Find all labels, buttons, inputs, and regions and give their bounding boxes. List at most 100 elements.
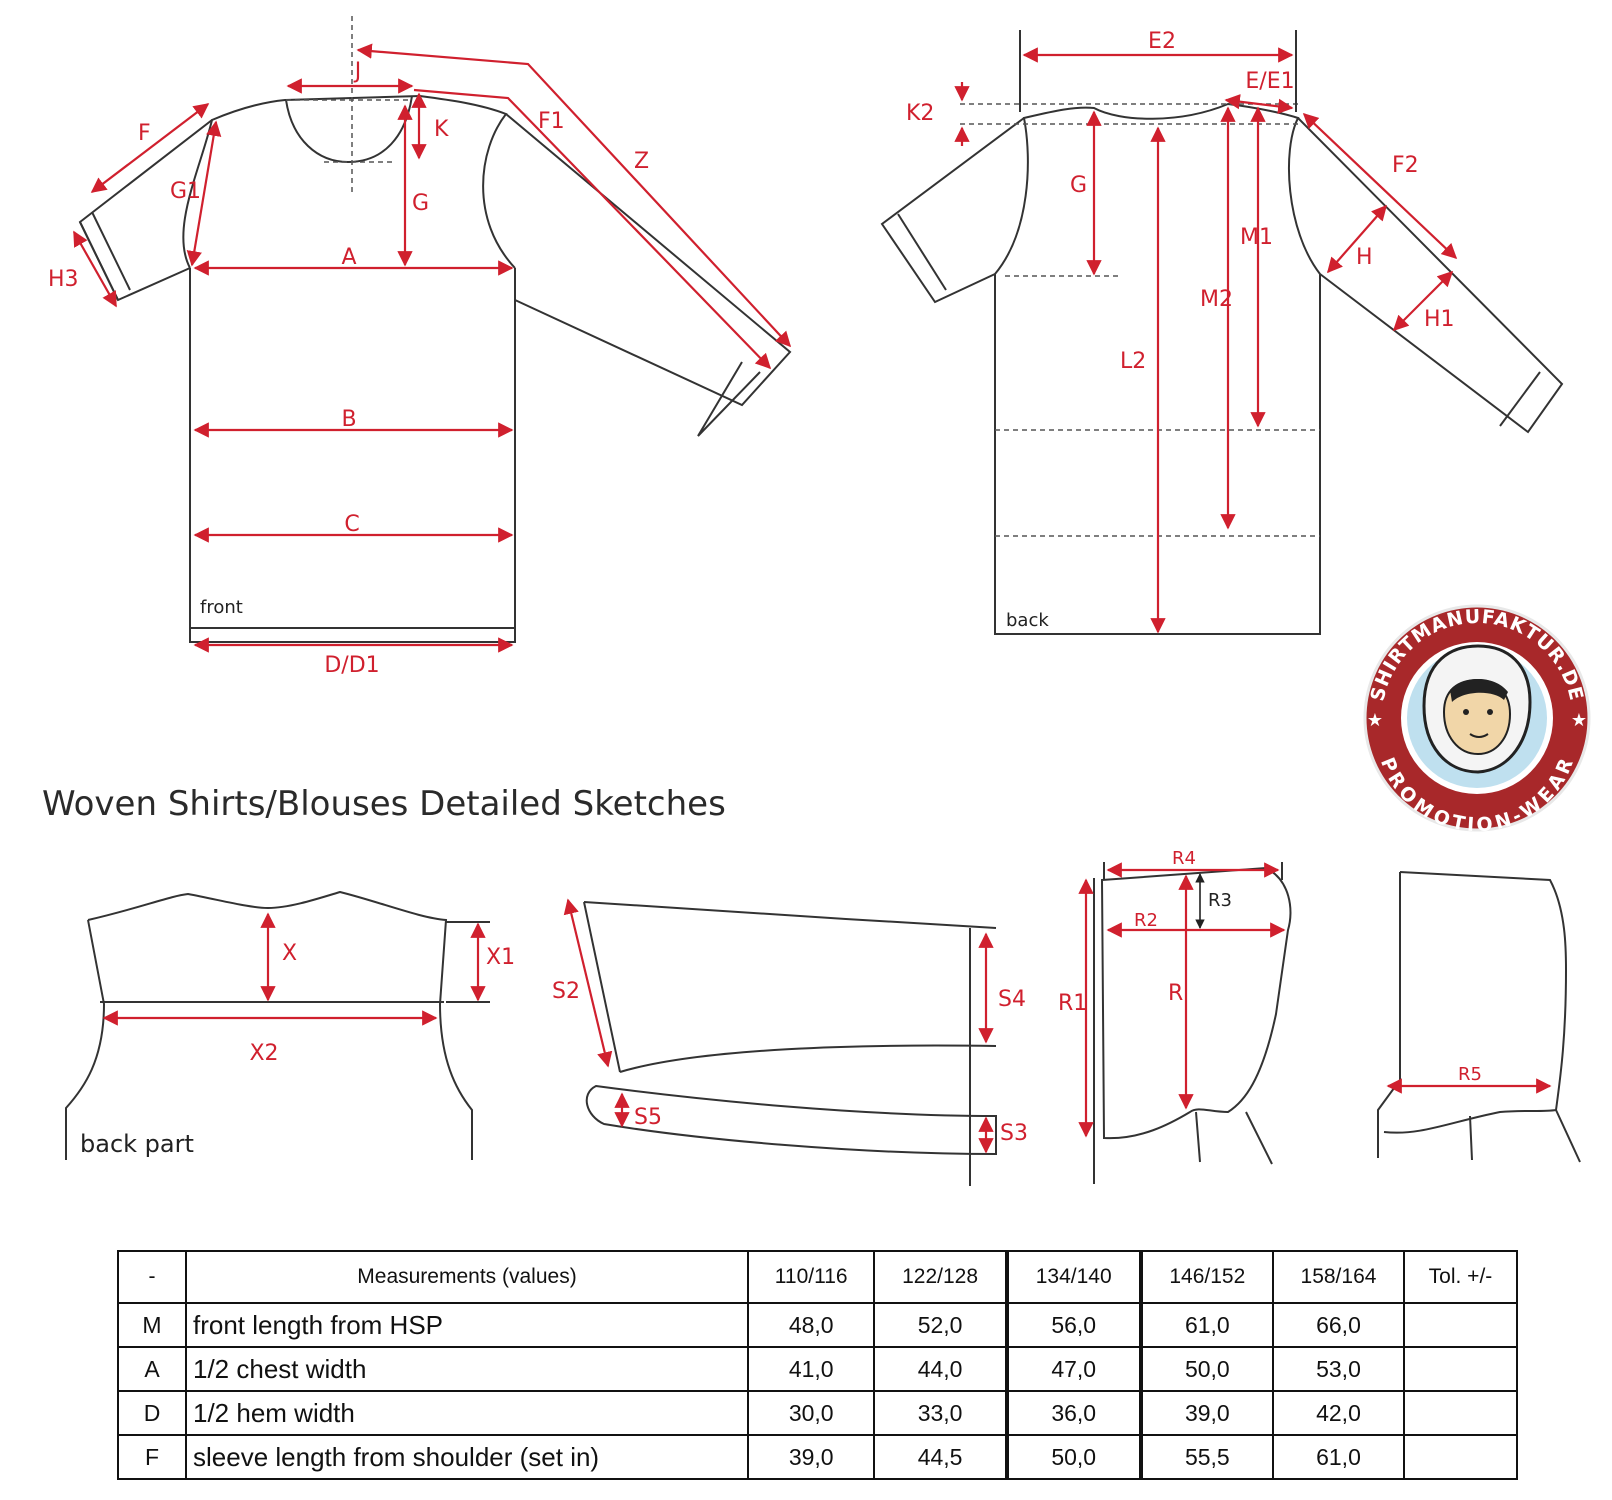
row-value: 53,0 <box>1272 1346 1405 1392</box>
label-E2: E2 <box>1148 29 1176 54</box>
label-H1: H1 <box>1424 307 1455 332</box>
label-R5: R5 <box>1458 1064 1482 1085</box>
front-caption: front <box>200 597 243 618</box>
front-body-outline <box>182 94 516 643</box>
row-tolerance <box>1402 1302 1519 1348</box>
row-value: 55,5 <box>1138 1434 1275 1480</box>
row-value: 56,0 <box>1004 1302 1142 1348</box>
row-label: sleeve length from shoulder (set in) <box>185 1434 749 1480</box>
row-value: 36,0 <box>1004 1390 1142 1436</box>
label-X2: X2 <box>249 1041 278 1066</box>
table-row: D 1/2 hem width 30,0 33,0 36,0 39,0 42,0 <box>117 1390 1519 1436</box>
label-L2: L2 <box>1120 349 1146 374</box>
label-A: A <box>341 245 356 270</box>
back-part-caption: back part <box>80 1130 194 1158</box>
row-value: 39,0 <box>746 1434 876 1480</box>
front-right-cuff <box>697 361 761 437</box>
label-R: R <box>1168 981 1183 1006</box>
row-code: M <box>117 1302 187 1348</box>
row-code: A <box>117 1346 187 1392</box>
back-sketch: E2 E/E1 K2 G M1 M2 L2 F2 H H1 back <box>880 29 1564 635</box>
table-header-row: - Measurements (values) 110/116 122/128 … <box>117 1250 1519 1304</box>
label-R4: R4 <box>1172 848 1196 869</box>
collar-detail-sketch: R4 R3 R2 R1 R <box>1058 848 1292 1184</box>
collar-stand-sketch: R5 <box>1377 871 1581 1163</box>
label-G1: G1 <box>170 179 201 204</box>
table-header-cell: 158/164 <box>1272 1250 1405 1304</box>
row-value: 42,0 <box>1272 1390 1405 1436</box>
svg-text:★: ★ <box>1571 710 1587 731</box>
row-label: 1/2 hem width <box>185 1390 749 1436</box>
label-Z: Z <box>634 149 649 174</box>
label-H: H <box>1356 245 1373 270</box>
row-tolerance <box>1402 1434 1519 1480</box>
label-F1: F1 <box>538 109 565 134</box>
label-E: E/E1 <box>1245 69 1294 94</box>
table-header-cell: 134/140 <box>1004 1250 1142 1304</box>
label-R2: R2 <box>1134 910 1158 931</box>
row-value: 44,5 <box>873 1434 1008 1480</box>
row-tolerance <box>1402 1390 1519 1436</box>
label-D: D/D1 <box>324 653 379 678</box>
label-X1: X1 <box>486 945 515 970</box>
sleeve-detail-sketch: S2 S4 S3 S5 <box>552 898 1028 1186</box>
table-header-cell: Tol. +/- <box>1402 1250 1519 1304</box>
row-value: 61,0 <box>1138 1302 1275 1348</box>
row-code: D <box>117 1390 187 1436</box>
back-body-outline <box>994 102 1321 635</box>
back-left-cuff <box>897 213 947 291</box>
row-label: 1/2 chest width <box>185 1346 749 1392</box>
row-tolerance <box>1402 1346 1519 1392</box>
label-M1: M1 <box>1240 225 1273 250</box>
front-left-sleeve <box>78 119 213 302</box>
label-F2: F2 <box>1392 153 1419 178</box>
table-header-cell: - <box>117 1250 187 1304</box>
svg-text:★: ★ <box>1367 710 1383 731</box>
label-back-G: G <box>1070 173 1087 198</box>
label-C: C <box>344 512 359 537</box>
page-title: Woven Shirts/Blouses Detailed Sketches <box>42 784 726 824</box>
row-value: 48,0 <box>746 1302 876 1348</box>
label-S4: S4 <box>998 987 1026 1012</box>
label-R1: R1 <box>1058 991 1087 1016</box>
label-S5: S5 <box>634 1105 662 1130</box>
row-value: 39,0 <box>1138 1390 1275 1436</box>
row-value: 44,0 <box>873 1346 1008 1392</box>
table-row: A 1/2 chest width 41,0 44,0 47,0 50,0 53… <box>117 1346 1519 1392</box>
label-K: K <box>434 117 449 142</box>
label-F: F <box>138 121 151 146</box>
label-M2: M2 <box>1200 287 1233 312</box>
back-right-sleeve <box>1297 117 1564 434</box>
back-left-sleeve <box>880 117 1025 304</box>
table-row: F sleeve length from shoulder (set in) 3… <box>117 1434 1519 1480</box>
label-X: X <box>282 941 297 966</box>
label-K2: K2 <box>906 101 934 126</box>
label-G: G <box>412 191 429 216</box>
label-R3: R3 <box>1208 890 1232 911</box>
row-value: 30,0 <box>746 1390 876 1436</box>
brand-logo: SHIRTMANUFAKTUR.DE PROMOTION-WEAR ★ ★ <box>1363 604 1591 836</box>
row-label: front length from HSP <box>185 1302 749 1348</box>
table-header-cell: 122/128 <box>873 1250 1008 1304</box>
row-code: F <box>117 1434 187 1480</box>
back-caption: back <box>1006 610 1049 631</box>
back-part-sketch: X X1 X2 back part <box>65 890 515 1160</box>
label-S2: S2 <box>552 979 580 1004</box>
row-value: 50,0 <box>1138 1346 1275 1392</box>
front-sketch: A B C D/D1 front J K G F G1 H3 F1 Z <box>48 16 792 678</box>
back-right-cuff <box>1499 371 1541 427</box>
front-neckline <box>285 95 413 164</box>
row-value: 52,0 <box>873 1302 1008 1348</box>
table-header-cell: 110/116 <box>746 1250 876 1304</box>
row-value: 41,0 <box>746 1346 876 1392</box>
row-value: 66,0 <box>1272 1302 1405 1348</box>
sketches-canvas: A B C D/D1 front J K G F G1 H3 F1 Z <box>42 16 1591 1186</box>
astronaut-icon <box>1422 644 1532 774</box>
table-header-cell: Measurements (values) <box>185 1250 749 1304</box>
row-value: 61,0 <box>1272 1434 1405 1480</box>
label-B: B <box>341 407 356 432</box>
row-value: 50,0 <box>1004 1434 1142 1480</box>
row-value: 33,0 <box>873 1390 1008 1436</box>
label-H3: H3 <box>48 267 79 292</box>
table-row: M front length from HSP 48,0 52,0 56,0 6… <box>117 1302 1519 1348</box>
